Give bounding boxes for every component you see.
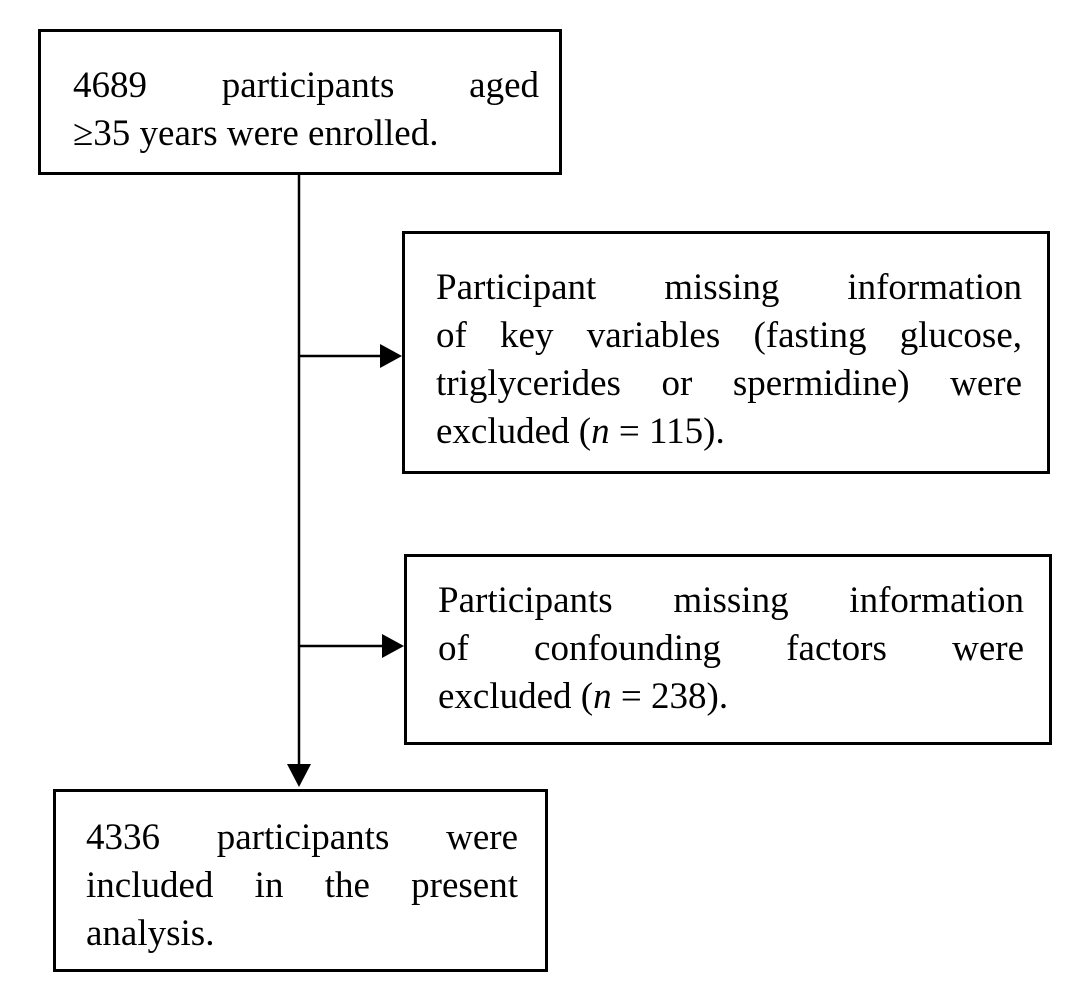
exclusion-1-line-3: triglycerides or spermidine) were [436, 363, 1022, 404]
exclusion-2-line-2: of confounding factors were [438, 628, 1024, 669]
exclusion-1-count: = 115). [609, 411, 725, 452]
included-line-2: included in the present [86, 865, 518, 906]
enrolled-text: 4689 participants aged ≥35 years were en… [73, 62, 539, 158]
included-line-3: analysis. [86, 913, 215, 954]
enrolled-line-2: ≥35 years were enrolled. [73, 113, 439, 154]
exclusion-2-line-3: excluded (n = 238). [438, 673, 1024, 721]
enrolled-line-1: 4689 participants aged [73, 65, 539, 106]
included-box: 4336 participants were included in the p… [53, 789, 548, 972]
included-text: 4336 participants were included in the p… [86, 814, 518, 958]
exclusion-2-box: Participants missing information of conf… [404, 554, 1052, 745]
main-flow-arrowhead [287, 764, 311, 787]
exclusion-1-line-4: excluded (n = 115). [436, 408, 1022, 456]
exclusion-1-box: Participant missing information of key v… [402, 231, 1050, 474]
exclusion-1-text: Participant missing information of key v… [436, 264, 1022, 456]
exclusion-1-line-1: Participant missing information [436, 267, 1022, 308]
enrolled-box: 4689 participants aged ≥35 years were en… [38, 29, 562, 175]
exclusion-1-line-2: of key variables (fasting glucose, [436, 315, 1022, 356]
exclusion-1-arrowhead [380, 344, 402, 368]
exclusion-2-prefix: excluded ( [438, 676, 594, 717]
exclusion-2-n-symbol: n [593, 676, 612, 717]
exclusion-2-count: = 238). [611, 676, 729, 717]
exclusion-2-line-1: Participants missing information [438, 580, 1024, 621]
exclusion-1-n-symbol: n [591, 411, 610, 452]
included-line-1: 4336 participants were [86, 817, 518, 858]
exclusion-2-text: Participants missing information of conf… [438, 577, 1024, 721]
exclusion-2-arrowhead [382, 634, 404, 658]
exclusion-1-prefix: excluded ( [436, 411, 592, 452]
